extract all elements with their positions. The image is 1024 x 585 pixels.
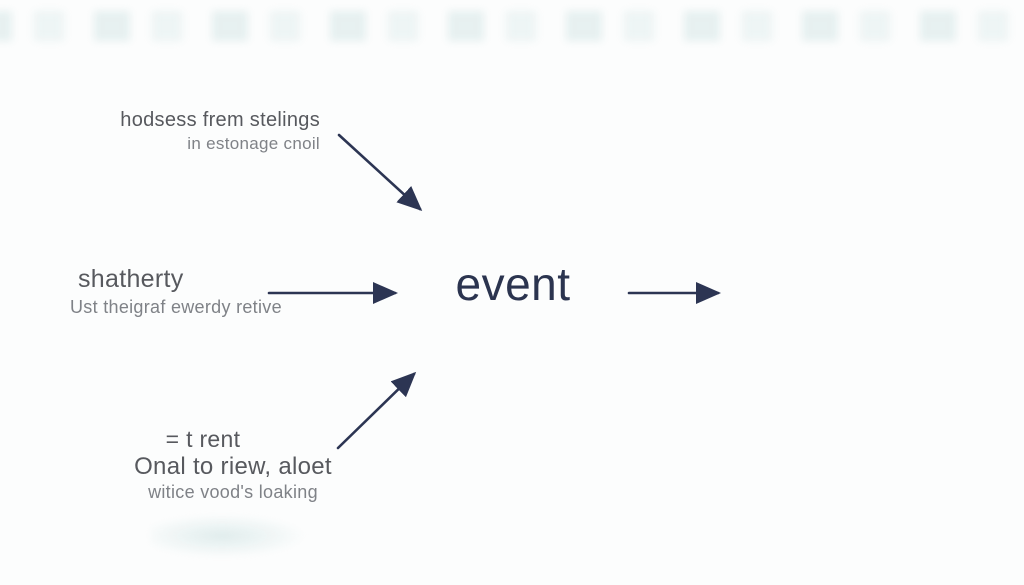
- center-label: event: [455, 258, 571, 310]
- annotation-middle-left: shatherty Ust theigraf ewerdy retive: [70, 264, 282, 318]
- annotation-line-secondary: witice vood's loaking: [148, 482, 318, 502]
- annotation-line-secondary: in estonage cnoil: [187, 134, 320, 153]
- annotation-line-secondary: Ust theigraf ewerdy retive: [70, 297, 282, 317]
- annotation-bottom-left: = t rent Onal to riew, aloet witice vood…: [128, 426, 338, 505]
- annotation-line-primary: Onal to riew, aloet: [134, 453, 332, 480]
- arrow-down-right-icon: [337, 133, 423, 212]
- annotation-top-left: hodsess frem stelings in estonage cnoil: [98, 107, 320, 154]
- annotation-line-primary: shatherty: [78, 265, 184, 293]
- annotation-line-primary: hodsess frem stelings: [120, 109, 320, 131]
- faded-artifact-blob: [150, 515, 310, 567]
- annotation-line-primary: = t rent: [165, 426, 241, 452]
- faded-artifact-band: [0, 11, 1024, 41]
- arrow-up-right-icon: [336, 371, 417, 450]
